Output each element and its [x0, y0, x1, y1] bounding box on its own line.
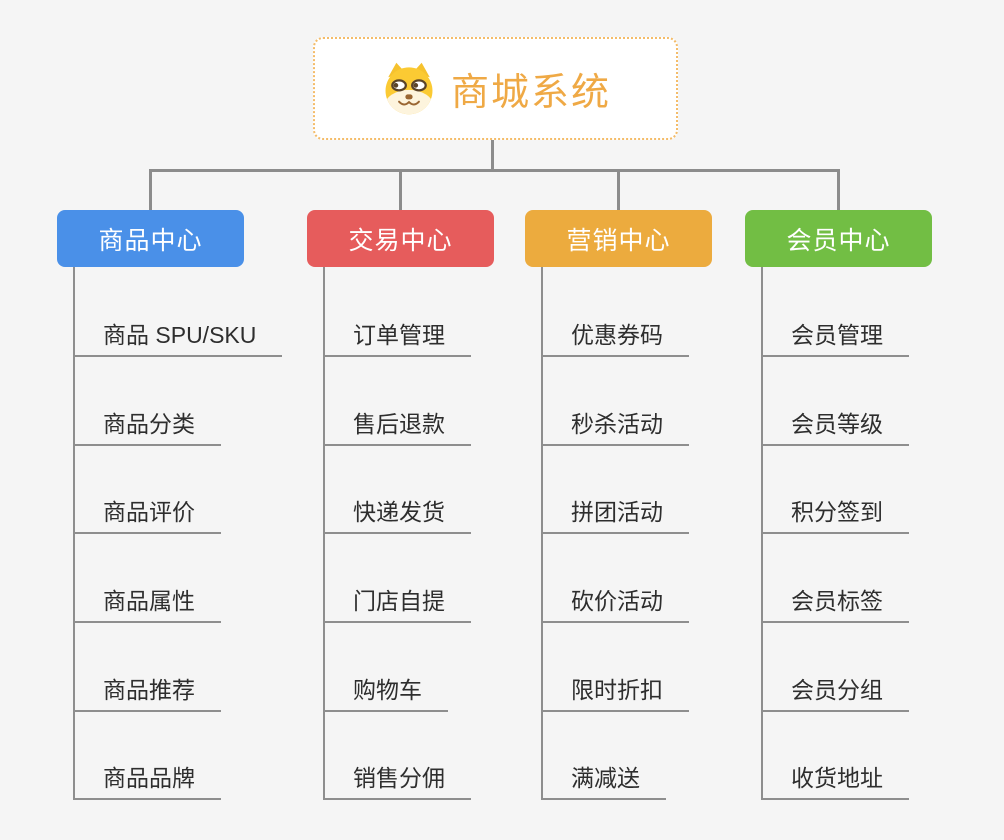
branch-child-item[interactable]: 商品属性	[73, 586, 221, 623]
branch-child-item[interactable]: 秒杀活动	[541, 409, 689, 446]
root-node[interactable]: 商城系统	[313, 37, 678, 140]
branch-child-item[interactable]: 拼团活动	[541, 497, 689, 534]
branch-child-item[interactable]: 商品品牌	[73, 763, 221, 800]
branch-node-member-center[interactable]: 会员中心	[745, 210, 932, 267]
connector-line	[491, 140, 494, 172]
branch-child-item[interactable]: 积分签到	[761, 497, 909, 534]
branch-child-item[interactable]: 订单管理	[323, 320, 471, 357]
connector-line	[617, 169, 620, 210]
branch-child-item[interactable]: 购物车	[323, 675, 448, 712]
branch-child-item[interactable]: 商品分类	[73, 409, 221, 446]
connector-line	[837, 169, 840, 210]
branch-child-item[interactable]: 会员分组	[761, 675, 909, 712]
branch-child-item[interactable]: 商品 SPU/SKU	[73, 320, 283, 357]
branch-child-item[interactable]: 售后退款	[323, 409, 471, 446]
branch-label: 商品中心	[98, 226, 203, 255]
branch-child-item[interactable]: 满减送	[541, 763, 666, 800]
branch-child-item[interactable]: 销售分佣	[323, 763, 471, 800]
connector-line	[399, 169, 402, 210]
branch-child-item[interactable]: 会员标签	[761, 586, 909, 623]
branch-label: 营销中心	[566, 226, 671, 255]
root-title: 商城系统	[450, 72, 611, 114]
branch-child-item[interactable]: 门店自提	[323, 586, 471, 623]
branch-child-item[interactable]: 收货地址	[761, 763, 909, 800]
branch-child-item[interactable]: 优惠券码	[541, 320, 689, 357]
shiba-dog-icon	[380, 61, 438, 117]
connector-line	[149, 169, 840, 172]
branch-child-item[interactable]: 商品推荐	[73, 675, 221, 712]
branch-child-item[interactable]: 限时折扣	[541, 675, 689, 712]
branch-node-marketing-center[interactable]: 营销中心	[525, 210, 712, 267]
branch-child-item[interactable]: 快递发货	[323, 497, 471, 534]
branch-child-item[interactable]: 会员管理	[761, 320, 909, 357]
branch-child-item[interactable]: 砍价活动	[541, 586, 689, 623]
branch-node-trade-center[interactable]: 交易中心	[307, 210, 494, 267]
branch-child-item[interactable]: 商品评价	[73, 497, 221, 534]
connector-line	[149, 169, 152, 210]
branch-child-item[interactable]: 会员等级	[761, 409, 909, 446]
branch-node-product-center[interactable]: 商品中心	[57, 210, 244, 267]
branch-label: 会员中心	[786, 226, 891, 255]
branch-label: 交易中心	[348, 226, 453, 255]
